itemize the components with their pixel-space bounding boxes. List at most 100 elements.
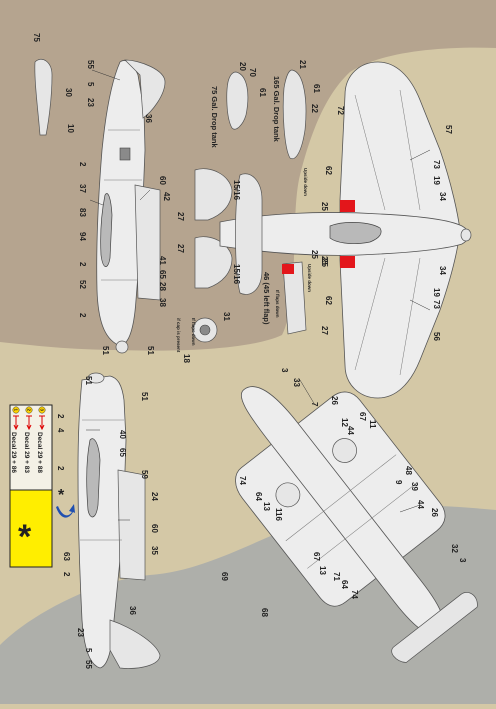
flap-strip xyxy=(282,261,307,335)
callout: 67 xyxy=(358,412,367,421)
callout: 38 xyxy=(158,298,167,307)
callout: 40 xyxy=(118,430,127,439)
callout: 15/16 xyxy=(232,264,241,285)
callout: 12 xyxy=(340,418,349,427)
callout: 26 xyxy=(330,396,339,405)
legend-decal-text: Decal 29 + 83 xyxy=(23,432,30,473)
star-marker-glyph: * xyxy=(58,487,65,504)
callout: 51 xyxy=(101,346,110,355)
callout: 65 xyxy=(118,448,127,457)
blue-curved-arrow-icon xyxy=(56,504,75,518)
callout: 60 xyxy=(158,176,167,185)
stabilizer-right xyxy=(194,236,233,289)
callout: 23 xyxy=(86,98,95,107)
fuselage-side-top xyxy=(96,60,146,346)
panel-line xyxy=(354,257,386,371)
callout: 37 xyxy=(78,184,87,193)
callout: 25 xyxy=(320,202,329,211)
callout: 3 xyxy=(280,368,289,373)
leader-line xyxy=(139,189,151,201)
legend-arrow xyxy=(13,415,19,431)
callout: 48 xyxy=(404,466,413,475)
callout: 55 xyxy=(86,60,95,69)
leader-line xyxy=(399,504,421,513)
callout: 34 xyxy=(438,266,447,275)
side-view-bottom xyxy=(77,372,161,669)
callout: 51 xyxy=(140,392,149,401)
callout: 44 xyxy=(416,500,425,509)
callout: 61 xyxy=(258,88,267,97)
flap-parts xyxy=(192,261,307,343)
callout: 5 xyxy=(84,648,93,653)
horizontal-tail-parts xyxy=(194,168,233,289)
cap-note-1: If flaps down xyxy=(191,318,196,346)
panel-line xyxy=(285,454,397,542)
callout: 28 xyxy=(158,282,167,291)
canopy-plan-top xyxy=(329,222,382,244)
wheel-well-left xyxy=(275,482,301,508)
leader-line xyxy=(91,69,121,81)
callout: 21 xyxy=(298,60,307,69)
callout: 22 xyxy=(310,104,319,113)
callout: 13 xyxy=(318,566,327,575)
upside-down-note-2: Upside down xyxy=(307,264,312,292)
callout: 32 xyxy=(450,544,459,553)
legend-arrow xyxy=(39,415,45,431)
callouts-top-left: 75 30 10 55 5 23 36 20 70 61 21 61 22 72… xyxy=(32,33,453,363)
marking-square-top xyxy=(119,147,131,161)
flap-red-tip xyxy=(282,264,294,274)
red-band-left xyxy=(340,200,355,212)
drop-tank-75 xyxy=(226,71,249,130)
callout: 68 xyxy=(260,608,269,617)
legend-num-circle xyxy=(25,406,33,414)
callout: 27 xyxy=(176,212,185,221)
callout: 94 xyxy=(78,232,87,241)
callout: 74 xyxy=(238,476,247,485)
legend-yellow-panel xyxy=(9,489,53,568)
canopy-side-top xyxy=(100,193,113,267)
callout: 36 xyxy=(128,606,137,615)
callout: 2 xyxy=(78,313,87,318)
callout: 62 xyxy=(324,296,333,305)
legend-decal-text: Decal 29 + 86 xyxy=(10,432,17,473)
callout: 2 xyxy=(56,466,65,471)
callout: 27 xyxy=(176,244,185,253)
callout: 73 xyxy=(432,300,441,309)
callout: 2 xyxy=(56,414,65,419)
leader-line xyxy=(409,149,431,161)
callout: 67 xyxy=(312,552,321,561)
tail-fin-side-top xyxy=(124,59,166,119)
callout: 4 xyxy=(56,428,65,433)
callout: 2 xyxy=(78,162,87,167)
panel-line xyxy=(307,482,418,569)
callout: 70 xyxy=(248,68,257,77)
callout: 59 xyxy=(140,470,149,479)
callout: 61 xyxy=(312,84,321,93)
underside-view xyxy=(235,386,478,663)
callout: 3 xyxy=(458,558,467,563)
callout: 25 xyxy=(320,256,329,265)
upside-down-note-1: Upside down xyxy=(303,168,308,196)
callout: 64 xyxy=(254,492,263,501)
callout: 31 xyxy=(222,312,231,321)
callouts-bottom-left: 51 51 2 4 40 65 59 2 24 60 35 63 2 36 23… xyxy=(56,376,159,669)
callout: 41 xyxy=(158,256,167,265)
callout: 27 xyxy=(320,326,329,335)
legend-row-2: 2 Decal 29 + 83 xyxy=(23,406,33,473)
legend-row-3: 3 Decal 29 + 88 xyxy=(36,406,46,473)
panel-line xyxy=(399,89,421,211)
tailplane-plan-under xyxy=(391,592,478,663)
callout: 62 xyxy=(324,166,333,175)
callout: 75 xyxy=(32,33,41,42)
leader-line xyxy=(409,299,431,311)
tank-75-caption: 75 Gal. Drop tank xyxy=(210,86,219,149)
callout: 55 xyxy=(84,660,93,669)
callout: 36 xyxy=(144,114,153,123)
legend-num-circle xyxy=(38,406,46,414)
flaps-caption: 46 (45 left flap) xyxy=(262,272,271,325)
callout: 116 xyxy=(274,508,283,521)
spinner-side-bottom xyxy=(87,372,105,384)
callout: 60 xyxy=(150,524,159,533)
